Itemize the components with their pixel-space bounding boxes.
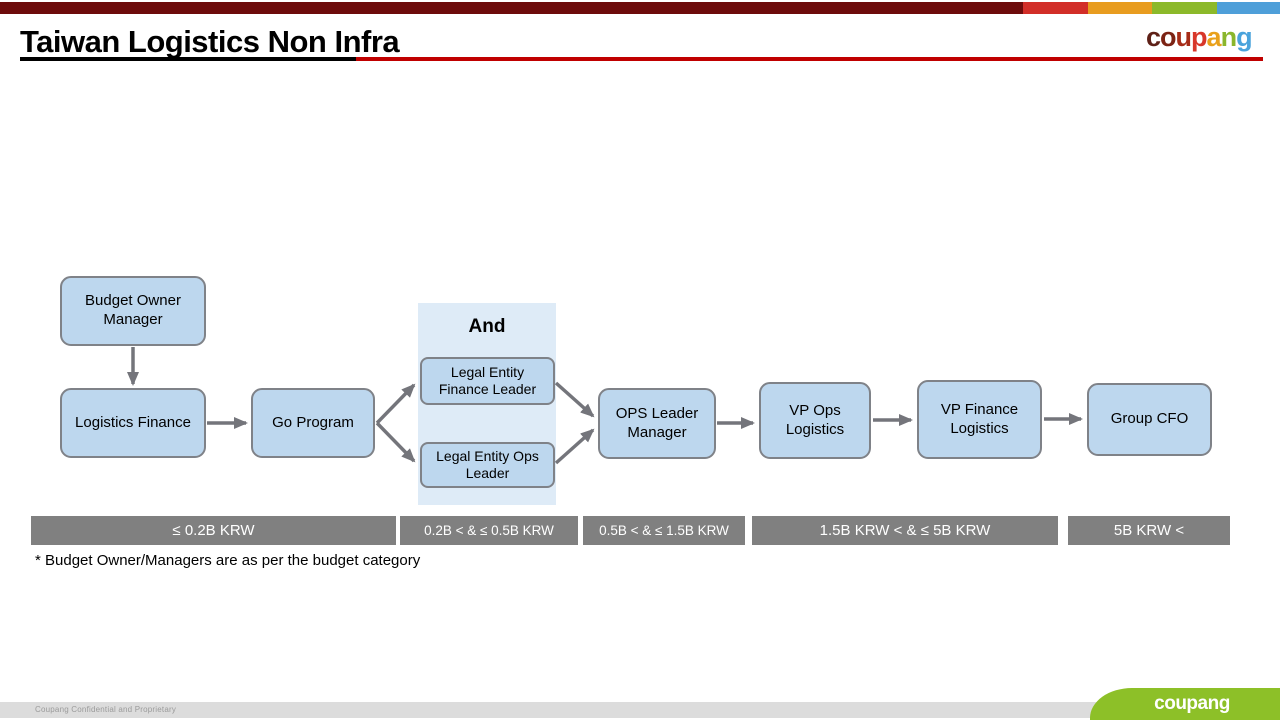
flow-node-legal-entity-finance-leader: Legal Entity Finance Leader: [420, 357, 555, 405]
flow-node-go-program: Go Program: [251, 388, 375, 458]
accent-segment-red: [1023, 2, 1088, 14]
flow-node-logistics-finance: Logistics Finance: [60, 388, 206, 458]
budget-band-2: 0.2B < & ≤ 0.5B KRW: [400, 516, 578, 545]
footer-logo-tab: coupang: [1090, 688, 1280, 720]
flow-node-ops-leader-manager: OPS Leader Manager: [598, 388, 716, 459]
flow-node-vp-ops-logistics: VP Ops Logistics: [759, 382, 871, 459]
arrow-leops-opsleader: [554, 428, 595, 465]
arrow-goprogram-leops: [375, 421, 416, 463]
footer-confidential-text: Coupang Confidential and Proprietary: [35, 705, 177, 714]
accent-segment-blue: [1217, 2, 1280, 14]
footnote: * Budget Owner/Managers are as per the b…: [35, 552, 421, 569]
footer-strip: [0, 702, 1280, 718]
coupang-logo-header: coupang: [1146, 22, 1253, 52]
arrow-lefinance-opsleader: [554, 381, 595, 418]
and-label: And: [468, 316, 506, 337]
flow-node-vp-finance-logistics: VP Finance Logistics: [917, 380, 1042, 459]
budget-band-3: 0.5B < & ≤ 1.5B KRW: [583, 516, 745, 545]
coupang-logo-footer: coupang: [1154, 693, 1230, 714]
flow-node-group-cfo: Group CFO: [1087, 383, 1212, 456]
page-title: Taiwan Logistics Non Infra: [20, 24, 400, 59]
flow-node-legal-entity-ops-leader: Legal Entity Ops Leader: [420, 442, 555, 488]
accent-segment-green: [1152, 2, 1217, 14]
title-underline: [20, 57, 1263, 61]
budget-band-5: 5B KRW <: [1068, 516, 1230, 545]
budget-band-1: ≤ 0.2B KRW: [31, 516, 396, 545]
flow-node-budget-owner-manager: Budget Owner Manager: [60, 276, 206, 346]
top-accent-bar: [0, 2, 1280, 14]
accent-segment-orange: [1088, 2, 1152, 14]
arrow-goprogram-lefinance: [375, 383, 416, 425]
budget-band-4: 1.5B KRW < & ≤ 5B KRW: [752, 516, 1058, 545]
